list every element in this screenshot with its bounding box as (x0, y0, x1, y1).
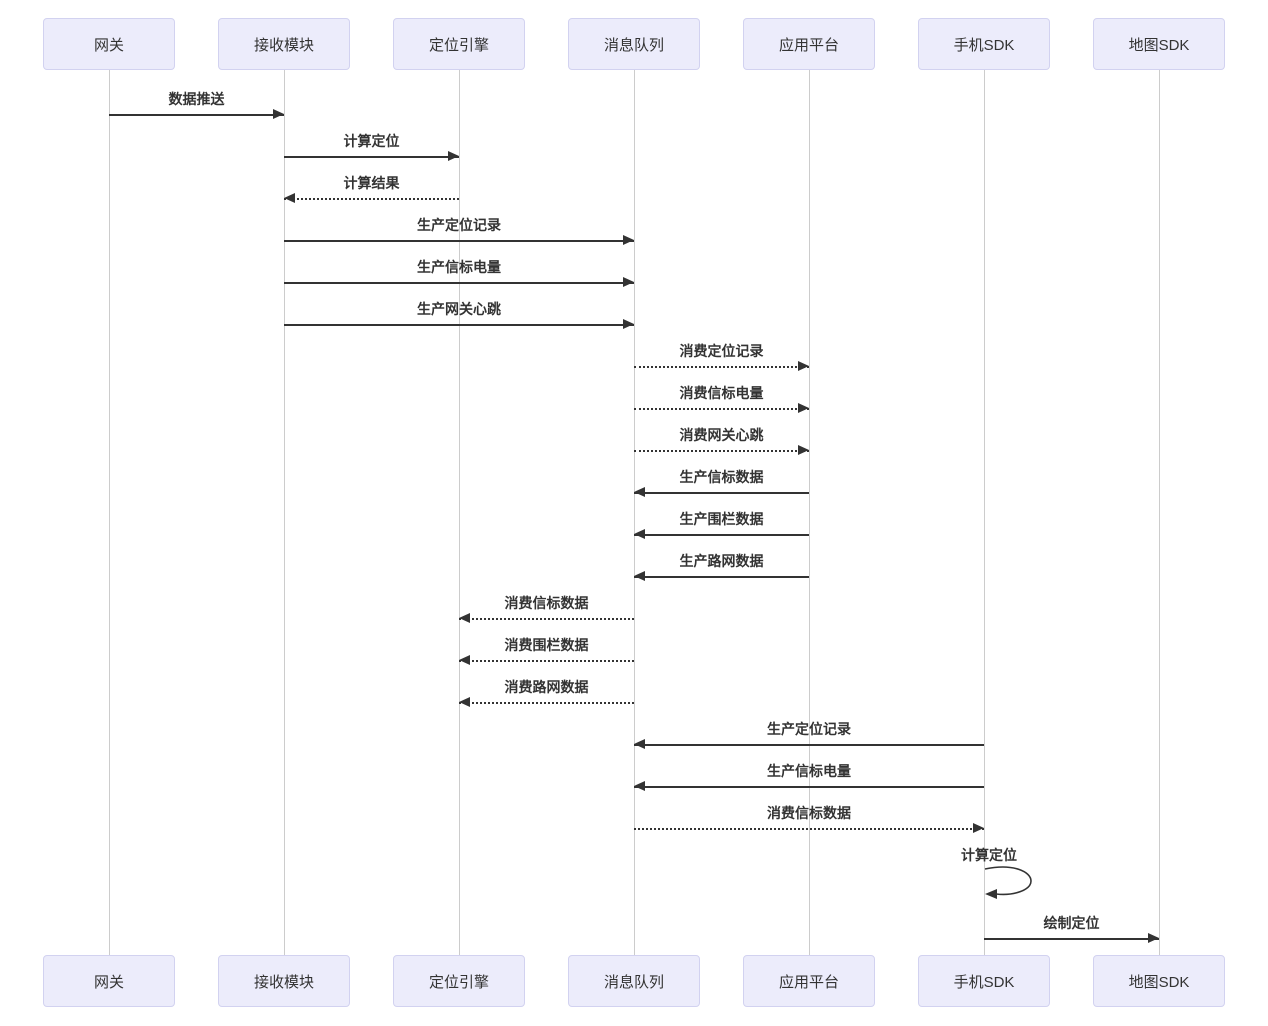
message-line (634, 366, 809, 368)
participant-label: 网关 (93, 36, 124, 54)
lifeline (108, 70, 110, 955)
participant-box-bottom: 手机SDK (918, 955, 1050, 1007)
message-line (284, 198, 459, 200)
message-label: 生产围栏数据 (679, 511, 764, 527)
arrowhead (973, 823, 984, 833)
message-label: 生产信标数据 (679, 469, 764, 485)
arrowhead (634, 781, 645, 791)
message-line (459, 618, 634, 620)
arrowhead (459, 655, 470, 665)
message-label: 绘制定位 (1043, 915, 1100, 931)
participant-label: 手机SDK (953, 973, 1015, 991)
message-label: 生产定位记录 (417, 217, 501, 233)
arrowhead (623, 319, 634, 329)
arrowhead (798, 445, 809, 455)
message-label: 数据推送 (168, 91, 225, 107)
message-line (459, 702, 634, 704)
participant-box-top: 手机SDK (918, 18, 1050, 70)
message-label: 计算定位 (343, 133, 400, 149)
arrowhead (284, 193, 295, 203)
self-message-loop (984, 866, 1032, 899)
arrowhead (634, 571, 645, 581)
lifeline (458, 70, 460, 955)
participant-label: 定位引擎 (428, 973, 489, 991)
message-line (284, 324, 634, 326)
participant-label: 地图SDK (1128, 36, 1190, 54)
participant-box-bottom: 网关 (43, 955, 175, 1007)
participant-box-top: 网关 (43, 18, 175, 70)
arrowhead (634, 487, 645, 497)
self-message-label: 计算定位 (961, 847, 1017, 863)
lifeline (1158, 70, 1160, 955)
arrowhead (459, 613, 470, 623)
arrowhead (459, 697, 470, 707)
message-line (634, 408, 809, 410)
arrowhead (448, 151, 459, 161)
participant-label: 手机SDK (953, 36, 1015, 54)
participant-box-top: 接收模块 (218, 18, 350, 70)
message-line (284, 240, 634, 242)
participant-label: 应用平台 (778, 973, 839, 991)
message-label: 消费信标电量 (679, 385, 764, 401)
message-line (284, 156, 459, 158)
arrowhead (623, 235, 634, 245)
arrowhead (623, 277, 634, 287)
message-label: 生产网关心跳 (417, 301, 501, 317)
arrowhead (798, 361, 809, 371)
message-label: 消费围栏数据 (504, 637, 589, 653)
participant-box-top: 消息队列 (568, 18, 700, 70)
arrowhead (273, 109, 284, 119)
participant-label: 地图SDK (1128, 973, 1190, 991)
message-line (634, 534, 809, 536)
participant-box-bottom: 地图SDK (1093, 955, 1225, 1007)
participant-box-bottom: 定位引擎 (393, 955, 525, 1007)
arrowhead (634, 739, 645, 749)
participant-label: 消息队列 (603, 36, 664, 54)
participant-label: 应用平台 (778, 36, 839, 54)
message-label: 消费网关心跳 (679, 427, 764, 443)
lifeline (808, 70, 810, 955)
message-label: 消费定位记录 (679, 343, 764, 359)
arrowhead (798, 403, 809, 413)
message-label: 生产信标电量 (767, 763, 851, 779)
message-line (459, 660, 634, 662)
message-label: 生产信标电量 (417, 259, 501, 275)
arrowhead (1148, 933, 1159, 943)
lifeline (283, 70, 285, 955)
participant-box-bottom: 消息队列 (568, 955, 700, 1007)
message-line (284, 282, 634, 284)
message-line (634, 786, 984, 788)
message-line (634, 744, 984, 746)
participant-box-top: 应用平台 (743, 18, 875, 70)
message-line (109, 114, 284, 116)
lifeline (633, 70, 635, 955)
participant-label: 网关 (93, 973, 124, 991)
lifeline (983, 70, 985, 955)
message-label: 计算结果 (343, 175, 400, 191)
message-label: 消费信标数据 (504, 595, 589, 611)
participant-box-bottom: 应用平台 (743, 955, 875, 1007)
participant-box-top: 定位引擎 (393, 18, 525, 70)
message-label: 消费路网数据 (504, 679, 589, 695)
participant-label: 接收模块 (253, 973, 314, 991)
arrowhead (634, 529, 645, 539)
participant-label: 接收模块 (253, 36, 314, 54)
message-line (984, 938, 1159, 940)
message-line (634, 828, 984, 830)
participant-label: 消息队列 (603, 973, 664, 991)
participant-box-top: 地图SDK (1093, 18, 1225, 70)
arrowhead (985, 889, 997, 899)
participant-box-bottom: 接收模块 (218, 955, 350, 1007)
message-line (634, 576, 809, 578)
message-label: 消费信标数据 (767, 805, 851, 821)
message-label: 生产定位记录 (767, 721, 851, 737)
message-label: 生产路网数据 (679, 553, 764, 569)
message-line (634, 450, 809, 452)
message-line (634, 492, 809, 494)
participant-label: 定位引擎 (428, 36, 489, 54)
